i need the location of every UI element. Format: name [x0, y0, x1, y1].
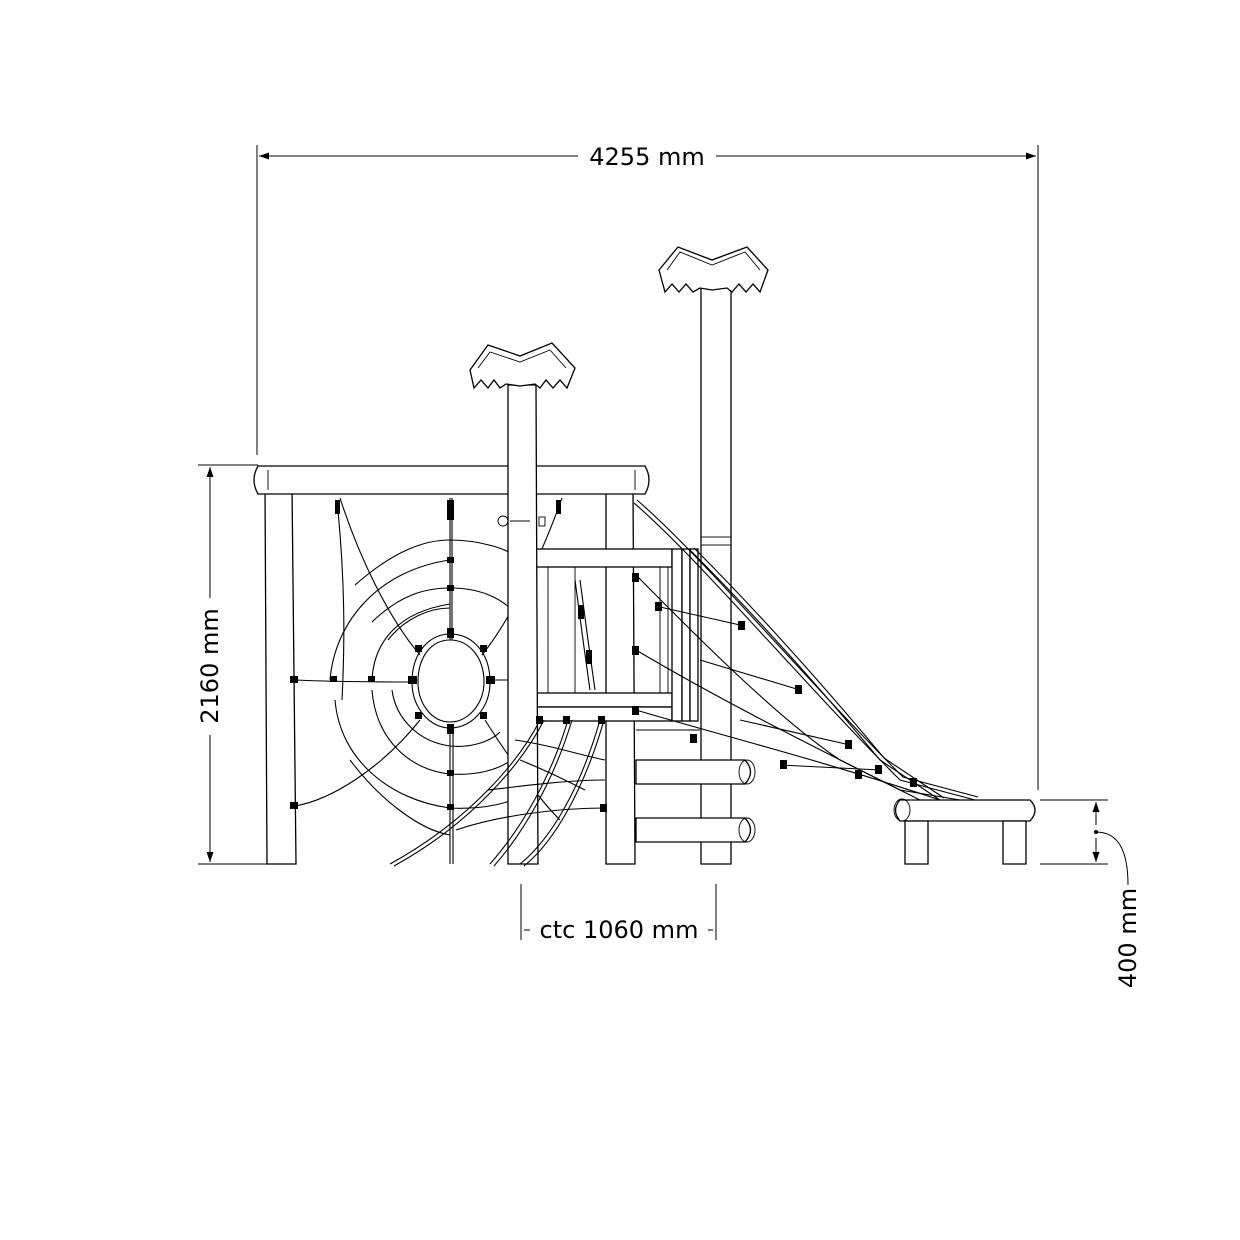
- seat-height-dimension: 400 mm: [1040, 799, 1142, 988]
- spider-web-net: [290, 497, 563, 864]
- left-frame: [253, 465, 650, 865]
- ctc-dimension-label: ctc 1060 mm: [540, 916, 699, 944]
- width-dimension: 4255 mm: [256, 143, 1039, 790]
- rope-ramp: [632, 499, 979, 801]
- height-dimension: 2160 mm: [196, 464, 268, 865]
- hanging-rope-net: [389, 716, 607, 867]
- seat-height-dimension-label: 400 mm: [1114, 888, 1142, 988]
- ctc-dimension: ctc 1060 mm: [520, 884, 717, 944]
- width-dimension-label: 4255 mm: [589, 143, 704, 171]
- log-bench: [893, 798, 1036, 865]
- height-dimension-label: 2160 mm: [196, 608, 224, 723]
